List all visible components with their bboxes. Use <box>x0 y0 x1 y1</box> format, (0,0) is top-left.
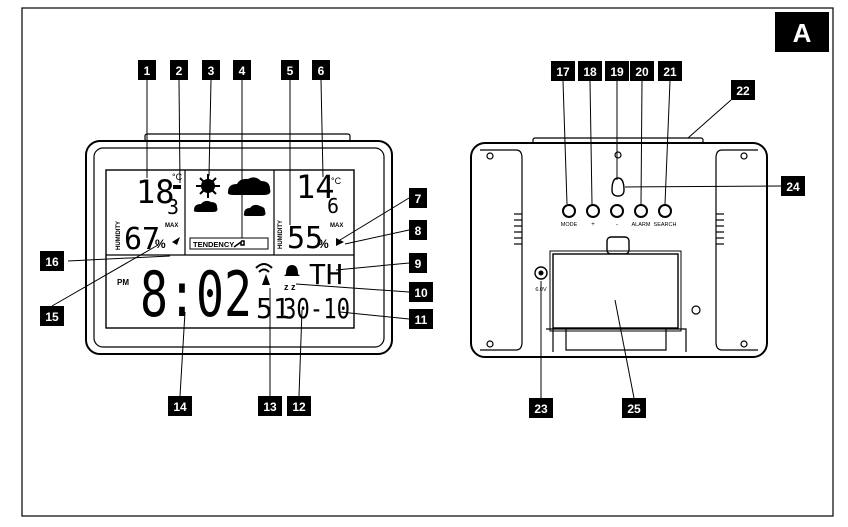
mode-button[interactable] <box>562 204 576 218</box>
indoor-humidity: 67 <box>124 222 160 257</box>
callout-10: 10 <box>414 286 428 300</box>
indoor-trend-arrow-icon <box>172 237 180 245</box>
back-device: MODE + - ALARM SEARCH 6.0V <box>470 137 768 358</box>
callout-5: 5 <box>287 64 294 78</box>
corner-label: A <box>775 12 829 52</box>
outdoor-temp-decimal: 6 <box>327 194 339 218</box>
snooze-indicator: z z <box>284 282 296 292</box>
cloud-icon-large <box>227 177 271 195</box>
mode-button-label: MODE <box>561 222 578 228</box>
minus-button[interactable] <box>610 204 624 218</box>
callout-25: 25 <box>627 402 641 416</box>
indoor-temp-decimal: 3 <box>167 195 179 219</box>
alarm-button-label: ALARM <box>632 222 651 228</box>
callout-13: 13 <box>263 400 277 414</box>
callout-24: 24 <box>786 180 800 194</box>
plus-button[interactable] <box>586 204 600 218</box>
clock-time: 8:02 <box>140 258 252 331</box>
callout-1: 1 <box>144 64 151 78</box>
alarm-button[interactable] <box>634 204 648 218</box>
indoor-temp-main: 18 <box>136 173 175 211</box>
outdoor-humidity-label: HUMIDITY <box>278 220 284 249</box>
outdoor-percent: % <box>318 237 329 251</box>
callout-20: 20 <box>635 65 649 79</box>
front-device: 18 3 °C HUMIDITY 67 % MAX TENDENCY <box>85 133 393 355</box>
alarm-bell-icon <box>284 265 300 276</box>
leader-lines <box>51 79 782 399</box>
callout-11: 11 <box>415 313 428 327</box>
callout-8: 8 <box>415 224 422 238</box>
pm-label: PM <box>117 278 129 287</box>
seconds: 51 <box>256 292 290 325</box>
callout-4: 4 <box>239 64 246 78</box>
callout-7: 7 <box>415 192 422 206</box>
battery-icon <box>173 185 181 189</box>
callout-19: 19 <box>610 65 624 79</box>
search-button[interactable] <box>658 204 672 218</box>
callout-3: 3 <box>208 64 215 78</box>
outdoor-humidity: 55 <box>287 221 323 256</box>
figure-frame <box>21 7 834 517</box>
indoor-percent: % <box>155 237 166 251</box>
search-button-label: SEARCH <box>654 222 677 228</box>
back-buttons: MODE + - ALARM SEARCH <box>561 204 677 228</box>
callout-2: 2 <box>176 64 183 78</box>
outdoor-unit: °C <box>331 176 342 186</box>
outdoor-max-label: MAX <box>330 223 343 229</box>
callout-21: 21 <box>663 65 677 79</box>
battery-compartment <box>552 253 679 329</box>
cloud-icon-right <box>243 204 266 216</box>
callout-12: 12 <box>292 400 306 414</box>
plus-button-label: + <box>591 222 595 228</box>
cloud-icon-left <box>193 200 218 212</box>
callout-23: 23 <box>534 402 548 416</box>
tendency-label: TENDENCY <box>193 240 234 249</box>
callout-6: 6 <box>318 64 325 78</box>
tendency-indicator: TENDENCY <box>189 237 269 250</box>
stand <box>546 328 687 352</box>
indoor-max-label: MAX <box>165 223 178 229</box>
tendency-arrow-icon <box>233 240 245 248</box>
corner-label-text: A <box>793 18 812 48</box>
callouts: 1 2 3 4 5 6 7 8 9 10 11 12 13 14 15 16 1… <box>40 60 805 418</box>
callout-17: 17 <box>556 65 570 79</box>
radio-signal-icon <box>255 263 273 285</box>
callout-15: 15 <box>45 310 59 324</box>
indoor-unit: °C <box>172 172 183 182</box>
hanging-hole-icon <box>611 177 625 197</box>
callout-22: 22 <box>736 84 750 98</box>
indoor-humidity-label: HUMIDITY <box>116 221 122 250</box>
date: 30-10 <box>283 292 350 325</box>
outdoor-temp-main: 14 <box>296 168 335 206</box>
callout-18: 18 <box>583 65 597 79</box>
outdoor-trend-arrow-icon <box>336 238 344 246</box>
callout-9: 9 <box>415 257 422 271</box>
callout-14: 14 <box>173 400 187 414</box>
callout-16: 16 <box>45 255 59 269</box>
minus-button-label: - <box>616 222 618 228</box>
sun-icon <box>196 174 220 198</box>
